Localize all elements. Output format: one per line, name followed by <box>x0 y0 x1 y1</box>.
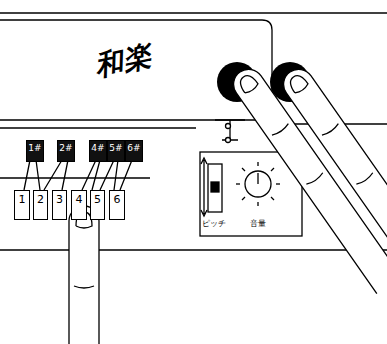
sharp-key: 2̇# <box>57 140 75 162</box>
finger <box>228 63 387 293</box>
volume-knob <box>245 171 271 197</box>
key-number: 6̇ <box>114 191 121 206</box>
natural-key: 2̇ <box>33 190 48 220</box>
key-number: 1̇# <box>28 141 41 154</box>
key-number: 4̇# <box>91 141 104 154</box>
pitch-slider <box>208 164 222 212</box>
sharp-key: 1̇# <box>26 140 44 162</box>
key-number: 2̇ <box>37 191 44 206</box>
finger <box>69 206 99 344</box>
key-frame <box>0 127 196 128</box>
natural-key: 1̇ <box>14 190 30 220</box>
key-number: 2̇# <box>59 141 72 154</box>
key-number: 5̇ <box>94 191 101 206</box>
sharp-key: 6̇# <box>125 140 143 162</box>
sharp-key: 5̇# <box>107 140 125 162</box>
slider-knob <box>211 182 219 192</box>
slider-arrow <box>201 158 207 216</box>
key-number: 6̇# <box>127 141 140 154</box>
natural-key: 3̇ <box>52 190 67 220</box>
bridge-pin <box>226 138 231 143</box>
body-edge <box>0 12 387 13</box>
key-number: 1̇ <box>19 191 26 206</box>
control-label: 音量 <box>250 218 266 229</box>
sharp-key: 4̇# <box>89 140 107 162</box>
key-number: 5̇# <box>109 141 122 154</box>
knob-scale <box>236 162 280 206</box>
natural-key: 6̇ <box>109 190 125 220</box>
key-number: 3̇ <box>56 191 63 206</box>
brand-logo: 和楽 <box>92 37 155 86</box>
natural-key: 4̇ <box>71 190 87 220</box>
bridge-pin <box>226 124 231 129</box>
key-number: 4̇ <box>76 191 83 206</box>
natural-key: 5̇ <box>90 190 105 220</box>
control-label: ピッチ <box>202 218 226 229</box>
string-bridge <box>215 120 245 140</box>
knob-pointer <box>257 173 258 184</box>
key-lever <box>24 160 132 190</box>
body-edge <box>0 249 387 250</box>
name-panel <box>0 20 272 120</box>
key-frame <box>0 177 150 178</box>
